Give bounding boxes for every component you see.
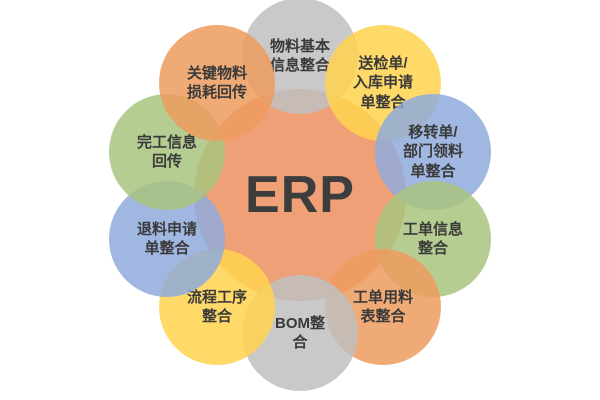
node-label: BOM整 合 <box>275 314 325 352</box>
node-label: 流程工序 整合 <box>186 288 247 326</box>
node-label: 完工信息 回传 <box>136 133 197 171</box>
node-label: 物料基本 信息整合 <box>269 37 330 75</box>
node-key-material-loss-feedback: 关键物料 损耗回传 <box>159 25 275 141</box>
node-label: 退料申请 单整合 <box>136 220 197 258</box>
node-transfer-dept-picking: 移转单/ 部门领料 单整合 <box>375 94 491 210</box>
node-label: 工单用料 表整合 <box>352 288 413 326</box>
erp-center-label: ERP <box>245 166 355 224</box>
node-label: 关键物料 损耗回传 <box>186 64 247 102</box>
node-label: 送检单/ 入库申请 单整合 <box>352 54 413 111</box>
node-label: 工单信息 整合 <box>402 220 463 258</box>
node-label: 移转单/ 部门领料 单整合 <box>402 123 463 180</box>
node-inspection-inbound-request: 送检单/ 入库申请 单整合 <box>325 25 441 141</box>
